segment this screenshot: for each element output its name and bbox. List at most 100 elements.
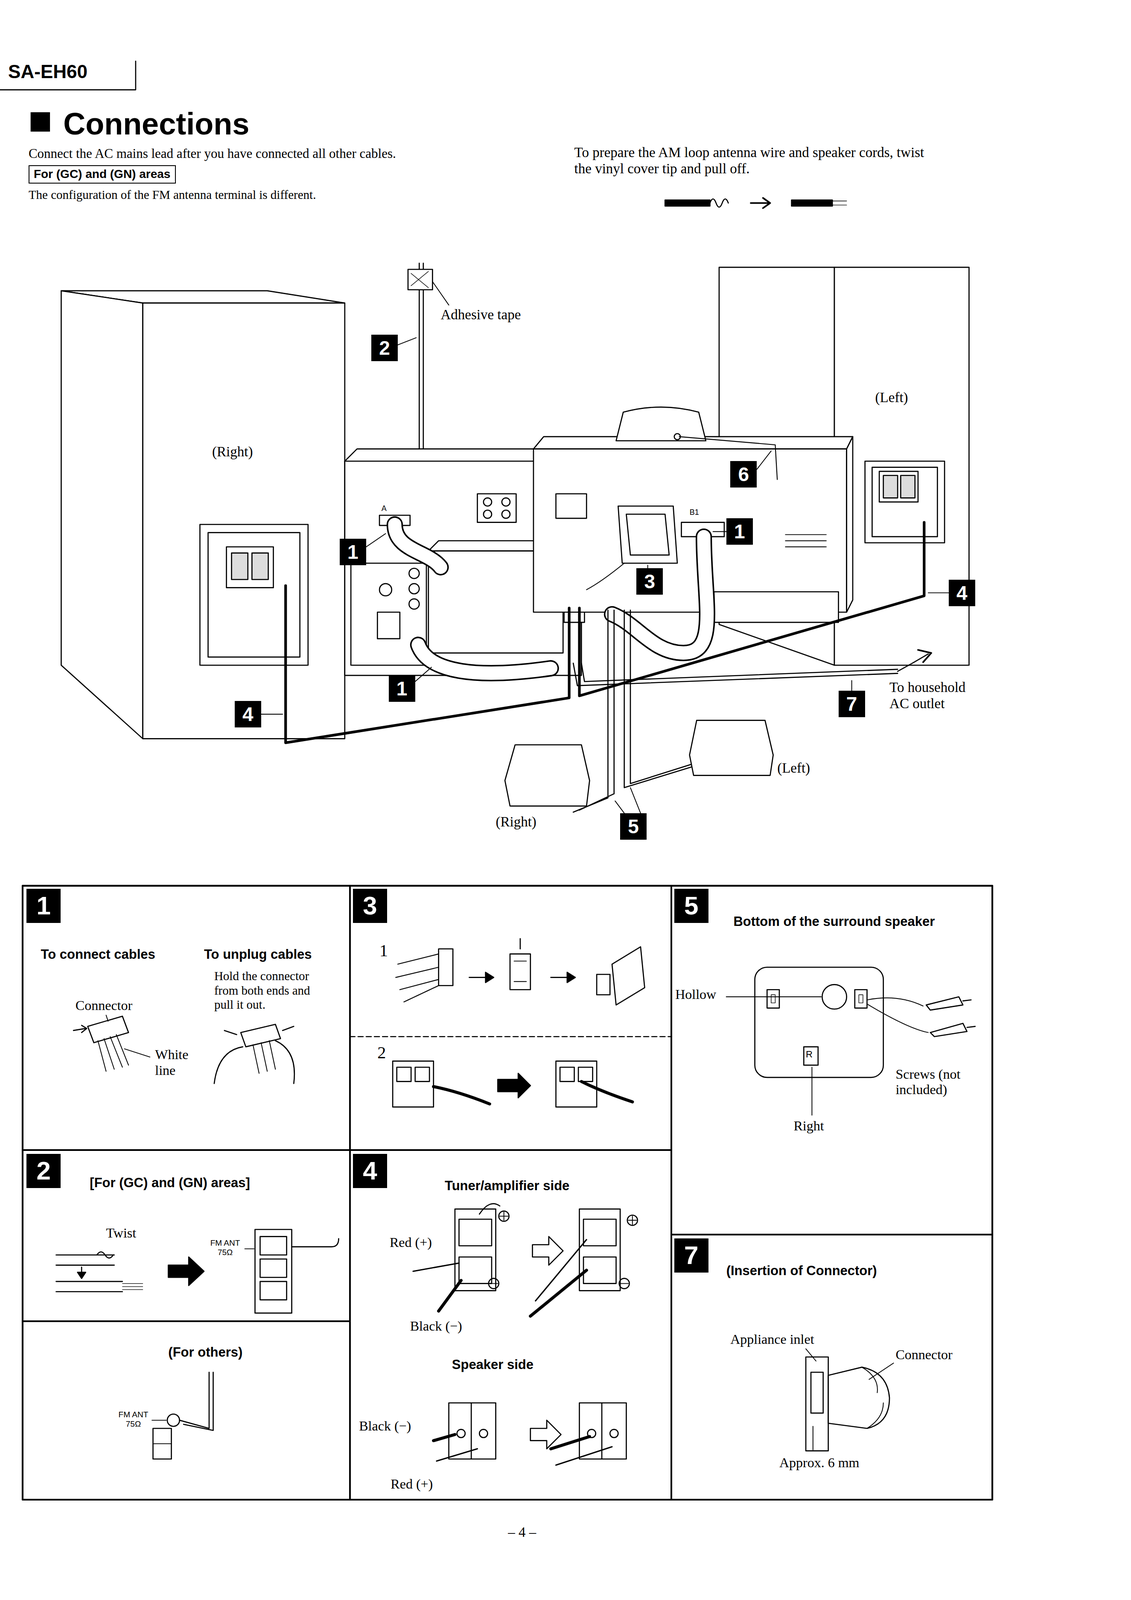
label-text: SA-EH60 [8, 61, 88, 83]
am-loop-antenna-stroke [626, 514, 669, 556]
terminal-sketch-stroke [471, 1402, 496, 1459]
panel-text: Approx. 6 mm [779, 1454, 860, 1471]
terminal-sketch-stroke [556, 1446, 613, 1465]
instruction-panel: 1To connect cablesTo unplug cablesHold t… [22, 885, 350, 1150]
callout-number: 1 [388, 675, 416, 702]
connector-sketch-stroke [124, 1048, 151, 1057]
main-speaker-left-stroke [871, 467, 938, 537]
connector-sketch [73, 1014, 295, 1084]
terminal-sketch-stroke [601, 1402, 627, 1459]
loop-antenna-sketch-stroke [433, 1086, 490, 1104]
label-text: B1 [689, 507, 700, 517]
panel-text: Black (−) [358, 1417, 412, 1434]
amplifier-unit-stroke [483, 510, 492, 519]
loop-antenna-sketch-stroke [567, 972, 576, 983]
loop-antenna-sketch [392, 938, 645, 1107]
callout-leader-stroke [261, 713, 283, 715]
fm-wire-sketch-stroke [55, 1281, 123, 1292]
terminal-sketch-stroke [550, 1436, 590, 1449]
instruction-panel: 7(Insertion of Connector)Appliance inlet… [671, 1234, 993, 1500]
speaker-bottom-sketch-stroke [926, 996, 963, 1010]
instruction-panel: 4Tuner/amplifier sideRed (+)Black (−)Spe… [349, 1149, 672, 1500]
main-speaker-left-stroke [900, 475, 915, 499]
callout-leader-stroke [851, 680, 853, 691]
ribbon-cable-stroke [394, 524, 441, 567]
cd-changer-stroke [785, 534, 827, 547]
instruction-panel: (For others)FM ANT 75Ω [22, 1320, 350, 1500]
terminal-sketch-stroke [479, 1203, 500, 1214]
label-text: To prepare the AM loop antenna wire and … [574, 144, 933, 178]
loop-antenna-sketch-stroke [497, 1072, 531, 1098]
header-rule-stroke [0, 61, 136, 90]
strip-wire-icon-stroke [832, 201, 847, 206]
terminal-sketch-stroke [438, 1279, 462, 1311]
terminal-sketch-stroke [457, 1428, 466, 1438]
fm-wire-sketch-stroke [96, 1251, 114, 1258]
loop-antenna-sketch-stroke [556, 1061, 598, 1108]
fm-wire-sketch-stroke [168, 1256, 205, 1286]
terminal-sketch-stroke [459, 1256, 492, 1283]
fm-wire-sketch-stroke [77, 1271, 86, 1278]
loop-antenna-sketch-stroke [415, 1066, 430, 1082]
step-number: 2 [26, 1153, 61, 1188]
am-loop-antenna [586, 436, 778, 590]
instruction-panel: 5Bottom of the surround speakerHollowRRi… [671, 885, 993, 1235]
strip-wire-icon-stroke [709, 198, 729, 207]
terminal-sketch-stroke [628, 1215, 637, 1225]
callout-number: 3 [636, 568, 663, 595]
connector-sketch-stroke [106, 1014, 109, 1021]
main-speaker-right-stroke [199, 524, 308, 665]
inlet-sketch-stroke [862, 1367, 884, 1429]
connector-sketch-stroke [214, 1040, 295, 1084]
cd-changer-stroke [533, 448, 847, 613]
loop-antenna-sketch-stroke [396, 1066, 412, 1082]
terminal-sketch-stroke [579, 1208, 621, 1291]
label-text: (Right) [212, 443, 253, 461]
panel-text: [For (GC) and (GN) areas] [89, 1174, 250, 1191]
loop-antenna-sketch-stroke [514, 960, 527, 982]
main-speaker-right-stroke [231, 552, 248, 580]
panel-text: 1 [379, 940, 388, 961]
label-text: To household AC outlet [889, 679, 977, 712]
connector-sketch-stroke [240, 1024, 281, 1047]
inlet-sketch-stroke [805, 1348, 817, 1362]
panel-text: Hold the connector from both ends and pu… [214, 968, 317, 1012]
terminal-sketch-stroke [454, 1208, 496, 1291]
main-speaker-left-stroke [865, 460, 945, 543]
panel-text: Bottom of the surround speaker [733, 913, 935, 930]
header-rule-stroke [30, 112, 50, 132]
area-note-box: For (GC) and (GN) areas [28, 165, 176, 184]
cd-changer-stroke [714, 591, 839, 623]
panel-text: FM ANT 75Ω [208, 1238, 243, 1257]
connector-sketch-stroke [97, 1034, 129, 1071]
callout-leader-stroke [415, 667, 432, 682]
main-speaker-right-stroke [251, 552, 269, 580]
callout-number: 5 [620, 813, 647, 840]
callout-leader-stroke [397, 337, 417, 345]
terminal-sketch-stroke [535, 1239, 587, 1301]
loop-antenna-sketch-stroke [596, 973, 610, 995]
terminal-sketch-stroke [609, 1428, 618, 1438]
main-speaker-left-stroke [879, 471, 919, 502]
step-number: 5 [674, 888, 709, 923]
callout-number: 7 [838, 690, 866, 718]
terminal-sketch-stroke [436, 1448, 478, 1461]
loop-antenna-sketch-stroke [578, 1066, 593, 1082]
loop-antenna-sketch-stroke [392, 1061, 434, 1108]
speaker-bottom-sketch-stroke [803, 1046, 818, 1065]
callout-leader-stroke [928, 592, 949, 594]
inlet-sketch-stroke [812, 1425, 814, 1450]
panel-text: 2 [377, 1042, 386, 1063]
terminal-sketch-stroke [488, 1278, 499, 1289]
panel-text: Screws (not included) [895, 1066, 981, 1098]
main-speaker-right [61, 290, 345, 739]
callout-number: 1 [339, 538, 367, 566]
callout-number: 2 [371, 334, 398, 362]
cd-changer-stroke [556, 493, 587, 519]
speaker-bottom-sketch-stroke [867, 997, 929, 1032]
amplifier-unit-stroke [408, 568, 420, 579]
terminal-sketch-stroke [583, 1218, 616, 1246]
fm-wire-sketch-stroke [122, 1283, 143, 1290]
coax-sketch-stroke [151, 1419, 167, 1421]
